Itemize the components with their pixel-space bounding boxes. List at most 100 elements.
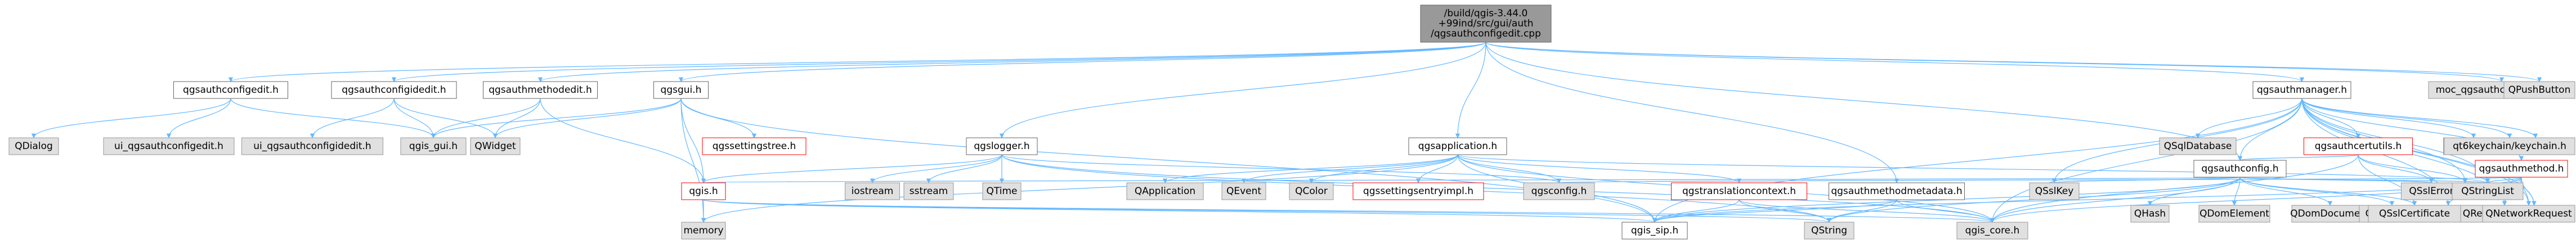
node-QNetworkRequest[interactable]: QNetworkRequest: [2482, 205, 2575, 223]
edge-qgsauthconfigidedit-h-to-QWidget: [393, 98, 498, 138]
edge-root-to-QPushButton: [1485, 42, 2542, 82]
edge-root-to-qgsauthconfig-h: [1485, 42, 2243, 161]
node-qgis-sip-h[interactable]: qgis_sip.h: [1621, 222, 1688, 240]
node-label: qgsauthmethodmetadata.h: [1831, 186, 1962, 197]
node-qgsapplication-h[interactable]: qgsapplication.h: [1408, 137, 1507, 155]
node-root[interactable]: /build/qgis-3.44.0+99ind/src/gui/auth/qg…: [1420, 4, 1552, 43]
node-label: +99ind/src/gui/auth: [1438, 18, 1533, 29]
node-QPushButton[interactable]: QPushButton: [2503, 81, 2575, 99]
edge-qgsauthconfig-h-to-QDomDocument: [2239, 177, 2333, 206]
nodes-layer: /build/qgis-3.44.0+99ind/src/gui/auth/qg…: [8, 4, 2575, 240]
edge-qgsauthconfigedit-h-to-qgis-gui-h: [230, 98, 436, 138]
edge-qgis-h-to-qgis-sip-h: [703, 199, 1657, 223]
node-qgis-core-h[interactable]: qgis_core.h: [1956, 222, 2028, 240]
edge-qgsauthcertutils-h-to-qgsauthconfig-h: [2238, 154, 2359, 161]
edge-qgsauthmethodmetadata-h-to-qgis-sip-h: [1652, 199, 1897, 223]
node-qgssettingstree-h[interactable]: qgssettingstree.h: [702, 137, 807, 155]
node-qgsgui-h[interactable]: qgsgui.h: [653, 81, 709, 99]
node-label: qgsauthconfigidedit.h: [342, 84, 446, 96]
edge-qgslogger-h-to-qgsconfig-h: [1001, 154, 1561, 183]
edge-root-to-qgsauthmethodedit-h: [538, 42, 1486, 82]
edge-qgsgui-h-to-memory: [680, 98, 706, 223]
node-QDialog[interactable]: QDialog: [8, 137, 59, 155]
edge-qgsgui-h-to-qgis-gui-h: [431, 98, 682, 138]
node-box: [400, 137, 467, 155]
node-QSslKey[interactable]: QSslKey: [2029, 182, 2080, 200]
node-label: qgis.h: [689, 186, 718, 197]
node-qgsauthmethod-h[interactable]: qgsauthmethod.h: [2475, 160, 2568, 178]
edge-qgis-h-to-qgis-core-h: [703, 199, 1995, 223]
node-qgsauthmanager-h[interactable]: qgsauthmanager.h: [2252, 81, 2351, 99]
node-label: /qgsauthconfigedit.cpp: [1431, 28, 1541, 39]
node-label: QColor: [1295, 186, 1328, 197]
node-qgsauthconfig-h[interactable]: qgsauthconfig.h: [2193, 160, 2287, 178]
edge-qgslogger-h-to-sstream: [926, 154, 1002, 183]
node-QEvent[interactable]: QEvent: [1221, 182, 1266, 200]
node-qgis-gui-h[interactable]: qgis_gui.h: [400, 137, 467, 155]
node-QSslCertificate[interactable]: QSslCertificate: [2368, 205, 2461, 223]
node-QStringList[interactable]: QStringList: [2452, 182, 2524, 200]
node-sstream[interactable]: sstream: [903, 182, 954, 200]
node-box: [845, 182, 900, 200]
node-qgsauthconfigedit-h[interactable]: qgsauthconfigedit.h: [173, 81, 288, 99]
node-box: [483, 81, 598, 99]
edge-qgsauthconfig-h-to-QSslKey: [2052, 177, 2241, 183]
node-ui-qgsauthconfigidedit-h[interactable]: ui_qgsauthconfigidedit.h: [241, 137, 383, 155]
node-label: qgsauthmethodedit.h: [489, 84, 592, 96]
edge-qgsauthconfig-h-to-QSslCertificate: [2239, 177, 2417, 206]
node-box: [681, 222, 726, 240]
edge-qgsauthconfigedit-h-to-QDialog: [31, 98, 231, 138]
node-QWidget[interactable]: QWidget: [470, 137, 521, 155]
edge-qgsauthmethod-h-to-QNetworkRequest: [2521, 177, 2532, 206]
node-qgsauthcertutils-h[interactable]: qgsauthcertutils.h: [2304, 137, 2413, 155]
node-qgis-h[interactable]: qgis.h: [681, 182, 726, 200]
node-box: [653, 81, 709, 99]
node-label: qgis_core.h: [1965, 225, 2020, 236]
node-box: [8, 137, 59, 155]
node-qgsauthconfigidedit-h[interactable]: qgsauthconfigidedit.h: [331, 81, 457, 99]
node-memory[interactable]: memory: [681, 222, 726, 240]
node-QHash[interactable]: QHash: [2130, 205, 2170, 223]
node-box: [702, 137, 807, 155]
node-box: [331, 81, 457, 99]
node-QSslError[interactable]: QSslError: [2401, 182, 2462, 200]
node-label: qgstranslationcontext.h: [1682, 186, 1796, 197]
node-QColor[interactable]: QColor: [1289, 182, 1334, 200]
node-QDomElement[interactable]: QDomElement: [2198, 205, 2270, 223]
node-iostream[interactable]: iostream: [845, 182, 900, 200]
edge-qgstranslationcontext-h-to-qgis-sip-h: [1652, 199, 1740, 223]
node-box: [1804, 222, 1854, 240]
edge-qgsauthmanager-h-to-qt6keychain-keychain-h: [2301, 98, 2512, 138]
node-qgsauthmethodedit-h[interactable]: qgsauthmethodedit.h: [483, 81, 598, 99]
node-box: [1221, 182, 1266, 200]
node-qgsconfig-h[interactable]: qgsconfig.h: [1523, 182, 1595, 200]
edge-qgstranslationcontext-h-to-QString: [1739, 199, 1832, 223]
edge-qgsgui-h-to-qgis-sip-h: [680, 98, 1657, 223]
edge-root-to-qgsauthconfigidedit-h: [392, 42, 1486, 82]
edge-qgsauthconfig-h-to-QStringList: [2239, 177, 2490, 183]
node-qt6keychain-keychain-h[interactable]: qt6keychain/keychain.h: [2444, 137, 2575, 155]
node-box: [2368, 205, 2461, 223]
node-label: qgsauthmanager.h: [2257, 84, 2347, 96]
edge-qgis-h-to-QString: [703, 199, 1831, 223]
node-box: [2482, 205, 2575, 223]
edge-qgstranslationcontext-h-to-qgis-core-h: [1739, 199, 1995, 223]
node-QTime[interactable]: QTime: [982, 182, 1022, 200]
edge-qgsapplication-h-to-QEvent: [1241, 154, 1458, 183]
node-box: [681, 182, 726, 200]
node-QDomDocument[interactable]: QDomDocument: [2290, 205, 2370, 223]
edge-root-to-qgsapplication-h: [1455, 42, 1486, 138]
node-qgssettingsentryimpl-h[interactable]: qgssettingsentryimpl.h: [1352, 182, 1484, 200]
node-box: [2193, 160, 2287, 178]
node-label: qgsapplication.h: [1418, 141, 1497, 152]
edge-qgsauthconfig-h-to-qgis-h: [703, 177, 2241, 183]
node-QApplication[interactable]: QApplication: [1126, 182, 1204, 200]
node-label: ui_qgsauthconfigedit.h: [114, 141, 223, 152]
node-qgstranslationcontext-h[interactable]: qgstranslationcontext.h: [1671, 182, 1807, 200]
node-label: QSslKey: [2035, 186, 2074, 197]
node-qgslogger-h[interactable]: qgslogger.h: [966, 137, 1038, 155]
node-qgsauthmethodmetadata-h[interactable]: qgsauthmethodmetadata.h: [1829, 182, 1965, 200]
node-ui-qgsauthconfigedit-h[interactable]: ui_qgsauthconfigedit.h: [103, 137, 235, 155]
node-QSqlDatabase[interactable]: QSqlDatabase: [2159, 137, 2237, 155]
node-QString[interactable]: QString: [1804, 222, 1854, 240]
